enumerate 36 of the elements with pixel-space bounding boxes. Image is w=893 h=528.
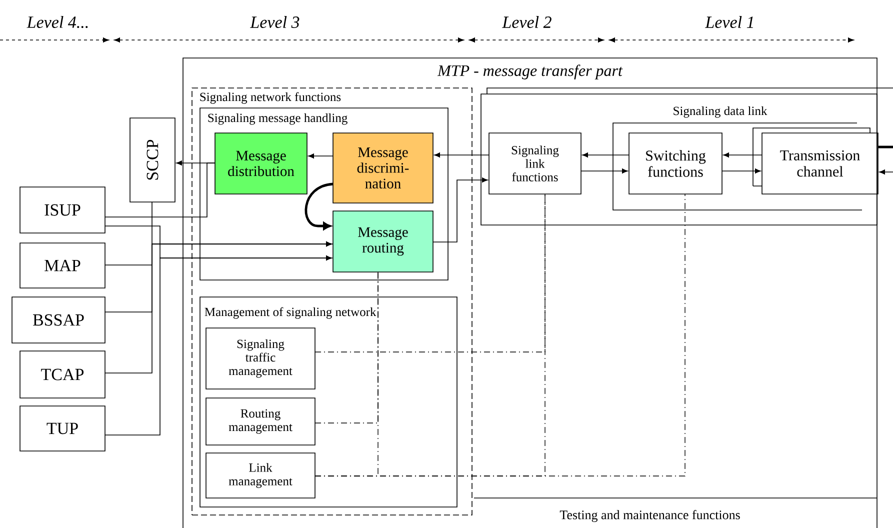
arrow <box>308 154 334 158</box>
connector-line <box>314 194 686 476</box>
process-box: Signaling traffic management <box>206 328 316 390</box>
arrow <box>723 152 762 158</box>
level-label: Level 2 <box>502 16 552 28</box>
process-box: Message distribution <box>214 132 308 194</box>
process-box: Link management <box>206 452 316 498</box>
arrow <box>434 152 490 158</box>
function-band: Testing and maintenance functions <box>474 498 878 522</box>
connector-line <box>878 146 893 148</box>
process-box: Message routing <box>332 210 434 272</box>
arrow <box>580 168 628 174</box>
arrow <box>432 178 488 242</box>
group-box <box>480 88 893 226</box>
arrow <box>304 182 334 230</box>
process-box: SCCP <box>130 118 176 202</box>
process-box: Signaling link functions <box>488 132 582 194</box>
protocol-box: BSSAP <box>12 296 106 344</box>
level-label: Level 3 <box>250 16 300 28</box>
arrow <box>104 242 332 374</box>
protocol-box: TUP <box>20 406 106 452</box>
arrow <box>104 256 332 436</box>
arrow <box>582 152 630 158</box>
process-box: Routing management <box>206 398 316 446</box>
level-label: Level 1 <box>705 16 753 28</box>
process-box: Message discrimi- nation <box>332 132 434 204</box>
connector-line <box>314 272 378 424</box>
arrow <box>722 168 761 174</box>
connector-line <box>104 162 216 218</box>
protocol-box: TCAP <box>20 350 106 398</box>
process-box: Transmission channel <box>752 128 878 194</box>
process-box: Switching functions <box>628 132 722 194</box>
arrow <box>879 170 893 174</box>
level-label: Level 4... <box>26 16 88 28</box>
protocol-box: ISUP <box>20 186 106 234</box>
protocol-box: MAP <box>20 242 106 288</box>
